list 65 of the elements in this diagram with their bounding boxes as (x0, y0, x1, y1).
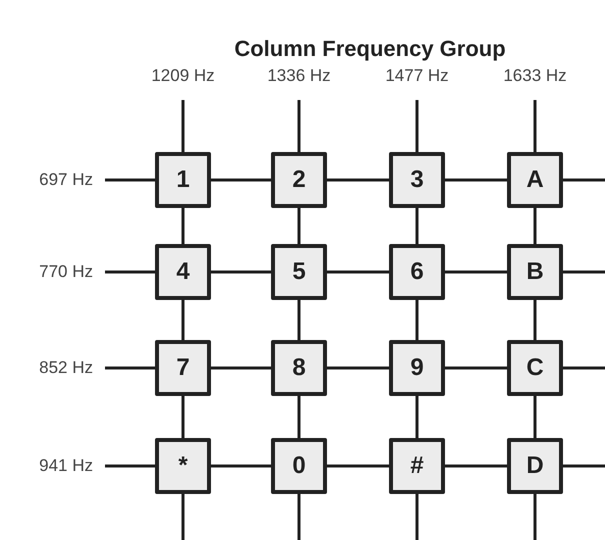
keypad-key: * (155, 438, 211, 494)
row-frequency-label: 697 Hz (10, 165, 105, 195)
connector-line (445, 270, 507, 274)
connector-line (298, 208, 300, 244)
connector-line (298, 100, 300, 152)
connector-line (534, 300, 536, 340)
connector-line (327, 270, 389, 274)
connector-line (211, 178, 271, 182)
connector-line (563, 366, 605, 370)
keypad-key: 7 (155, 340, 211, 396)
column-frequency-label: 1477 Hz (367, 66, 467, 100)
keypad-key: 0 (271, 438, 327, 494)
keypad-key: A (507, 152, 563, 208)
connector-line (416, 300, 418, 340)
connector-line (563, 270, 605, 274)
connector-line (211, 464, 271, 468)
keypad-key: C (507, 340, 563, 396)
connector-line (105, 270, 155, 274)
connector-line (445, 178, 507, 182)
keypad-key: B (507, 244, 563, 300)
connector-line (182, 396, 184, 438)
connector-line (298, 494, 300, 540)
title: Column Frequency Group (233, 36, 507, 62)
connector-line (445, 366, 507, 370)
keypad-key: 8 (271, 340, 327, 396)
connector-line (182, 494, 184, 540)
connector-line (534, 494, 536, 540)
connector-line (211, 366, 271, 370)
row-frequency-label: 941 Hz (10, 451, 105, 481)
connector-line (211, 270, 271, 274)
keypad-key: 5 (271, 244, 327, 300)
connector-line (445, 464, 507, 468)
connector-line (416, 494, 418, 540)
connector-line (105, 366, 155, 370)
connector-line (298, 396, 300, 438)
row-frequency-label: 852 Hz (10, 353, 105, 383)
connector-line (182, 208, 184, 244)
connector-line (416, 100, 418, 152)
connector-line (327, 464, 389, 468)
keypad-key: 4 (155, 244, 211, 300)
connector-line (105, 178, 155, 182)
keypad-key: D (507, 438, 563, 494)
connector-line (534, 100, 536, 152)
connector-line (563, 178, 605, 182)
connector-line (105, 464, 155, 468)
connector-line (182, 300, 184, 340)
column-frequency-label: 1209 Hz (133, 66, 233, 100)
keypad-key: 9 (389, 340, 445, 396)
keypad-key: 3 (389, 152, 445, 208)
connector-line (534, 208, 536, 244)
row-frequency-label: 770 Hz (10, 257, 105, 287)
connector-line (327, 178, 389, 182)
connector-line (416, 396, 418, 438)
connector-line (298, 300, 300, 340)
keypad-key: 1 (155, 152, 211, 208)
connector-line (416, 208, 418, 244)
column-frequency-label: 1336 Hz (249, 66, 349, 100)
keypad-key: # (389, 438, 445, 494)
keypad-key: 2 (271, 152, 327, 208)
column-frequency-label: 1633 Hz (485, 66, 585, 100)
connector-line (182, 100, 184, 152)
connector-line (563, 464, 605, 468)
keypad-key: 6 (389, 244, 445, 300)
connector-line (534, 396, 536, 438)
connector-line (327, 366, 389, 370)
